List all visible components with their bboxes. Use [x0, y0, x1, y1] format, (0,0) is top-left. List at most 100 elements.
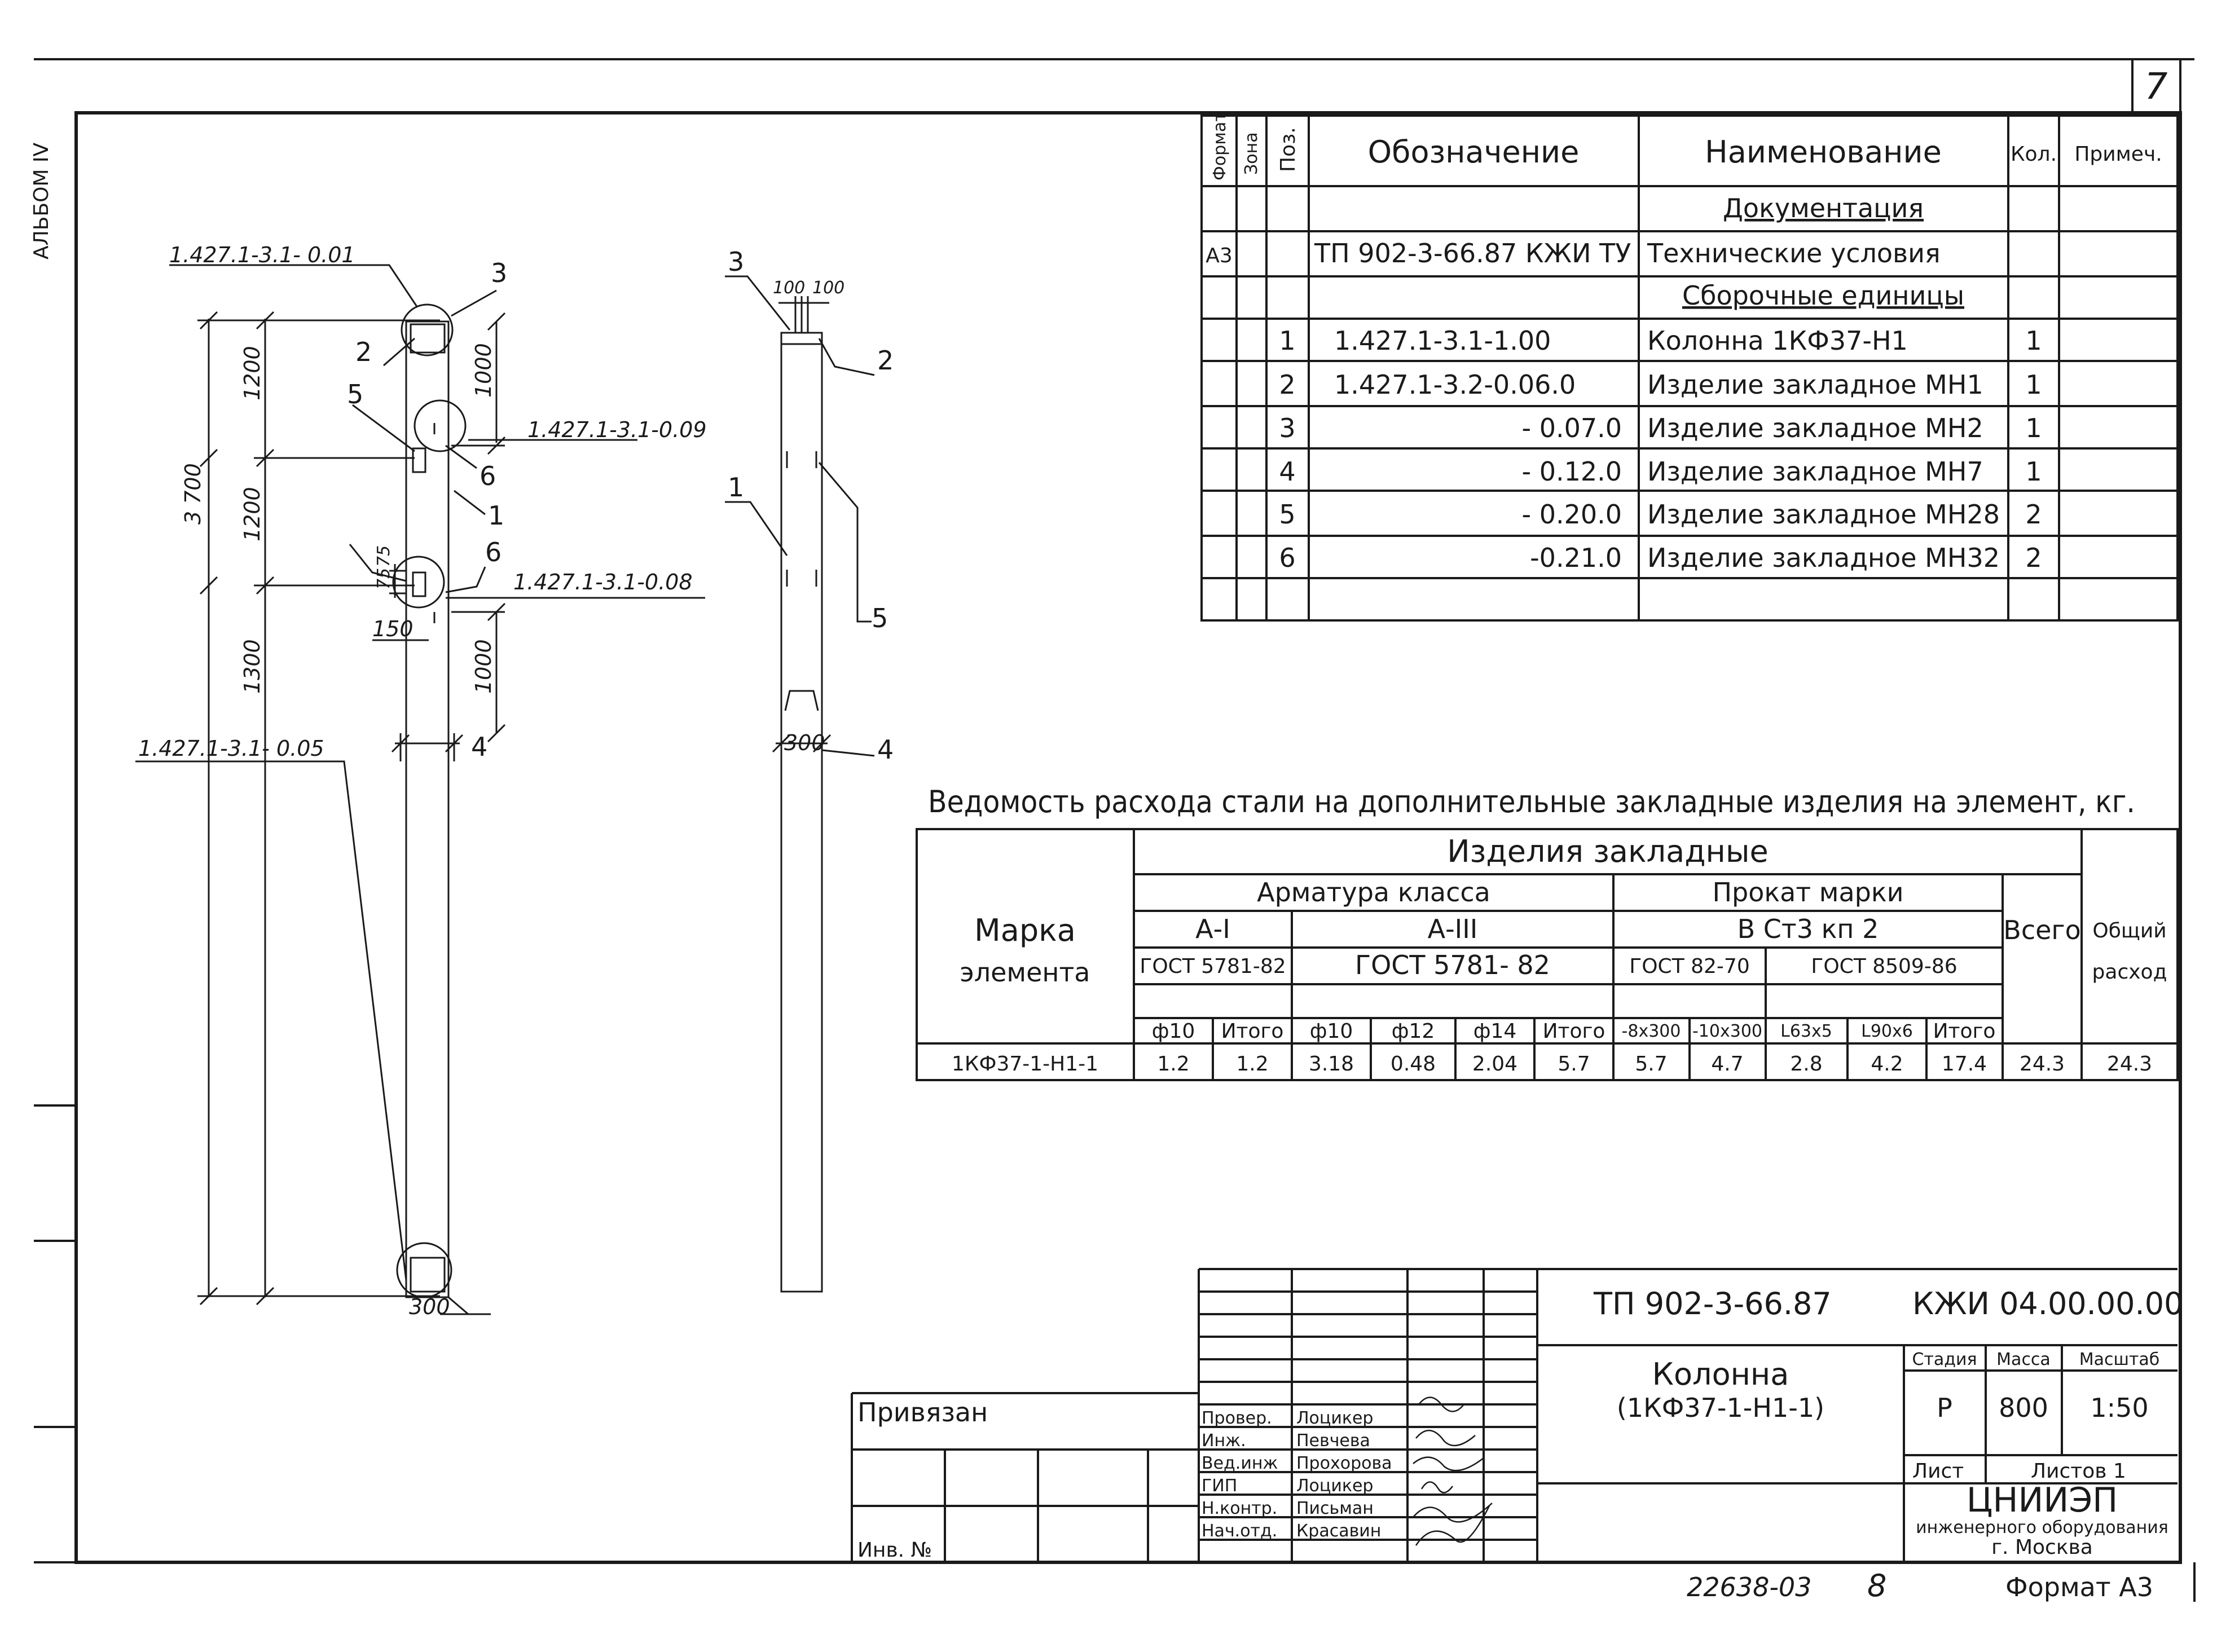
object-name: Колонна: [1652, 1356, 1789, 1392]
dim-1000-bottom: 1000: [471, 639, 496, 694]
spec-row-pos: 6: [1279, 543, 1295, 573]
steel-sub-header: Итого: [1221, 1020, 1284, 1043]
signature-name: Прохорова: [1296, 1453, 1392, 1473]
side-dim-100-a: 100: [773, 278, 805, 298]
archive-number: 22638-03: [1687, 1572, 1811, 1602]
spec-row-pos: 1: [1279, 325, 1295, 356]
spec-table: Формат Зона Поз. Обозначение Наименовани…: [1200, 112, 2179, 622]
steel-overall-header-2: расход: [2092, 961, 2167, 984]
steel-row-value: 17.4: [1942, 1052, 1987, 1076]
stage-value: Р: [1937, 1393, 1952, 1423]
spec-row-pos: 5: [1279, 499, 1295, 530]
dim-300: 300: [409, 1294, 450, 1319]
page-number: 8: [1867, 1568, 1886, 1603]
steel-row-overall: 24.3: [2107, 1052, 2152, 1076]
steel-grade: В Ст3 кп 2: [1737, 914, 1879, 944]
pos-label-6-lower: 6: [485, 537, 502, 567]
steel-gost-a1: ГОСТ 5781-82: [1140, 955, 1286, 978]
steel-sub-header: ф10: [1310, 1020, 1353, 1043]
format-label: Формат А3: [2005, 1572, 2153, 1602]
spec-section-units: Сборочные единицы: [1682, 280, 1964, 311]
mass-value: 800: [1999, 1393, 2048, 1423]
side-label-5: 5: [872, 603, 888, 633]
side-label-2: 2: [877, 345, 894, 376]
spec-row-designation: -0.21.0: [1530, 543, 1622, 573]
org-name: ЦНИИЭП: [1967, 1481, 2118, 1520]
spec-header-name: Наименование: [1705, 134, 1942, 170]
spec-row-name: Технические условия: [1647, 238, 1941, 268]
steel-sub-header: ф14: [1473, 1020, 1517, 1043]
spec-row-designation: 1.427.1-3.2-0.06.0: [1334, 369, 1576, 400]
dim-75-a: 75: [374, 568, 394, 589]
signature-role: Н.контр.: [1202, 1499, 1277, 1518]
side-view: 100 100 300 3 2 1 5 4: [725, 246, 894, 1293]
signature-name: Певчева: [1296, 1431, 1370, 1451]
spec-row-pos: 4: [1279, 456, 1295, 487]
side-label-3: 3: [728, 246, 744, 277]
steel-row-total: 24.3: [2020, 1052, 2065, 1076]
steel-sub-header: L90х6: [1861, 1021, 1913, 1041]
callout-bottom: 1.427.1-3.1- 0.05: [138, 736, 324, 761]
spec-row-qty: 1: [2025, 369, 2042, 400]
signature-role: ГИП: [1202, 1476, 1237, 1496]
dim-1200-mid: 1200: [240, 487, 265, 541]
steel-group-header: Изделия закладные: [1447, 834, 1768, 869]
spec-header-qty: Кол.: [2011, 143, 2057, 166]
steel-row-value: 5.7: [1635, 1052, 1667, 1076]
object-mark: (1КФ37-1-Н1-1): [1617, 1393, 1824, 1423]
spec-row-name: Колонна 1КФ37-Н1: [1647, 325, 1908, 356]
steel-row-value: 2.8: [1790, 1052, 1822, 1076]
dim-total: 3 700: [181, 463, 205, 525]
callout-upper: 1.427.1-3.1-0.09: [527, 417, 707, 442]
steel-sub-header: -10х300: [1692, 1021, 1762, 1041]
handwritten-signatures: [1413, 1397, 1493, 1546]
spec-row-name: Изделие закладное МН2: [1647, 413, 1983, 443]
spec-header-format: Формат: [1210, 112, 1230, 180]
steel-row-value: 2.04: [1472, 1052, 1517, 1076]
pos-label-1: 1: [488, 500, 504, 531]
spec-row-name: Изделие закладное МН7: [1647, 456, 1983, 487]
spec-row-format: А3: [1206, 244, 1233, 267]
steel-row-value: 4.7: [1711, 1052, 1743, 1076]
pos-label-3: 3: [491, 258, 507, 288]
steel-row-value: 3.18: [1309, 1052, 1354, 1076]
signature-role: Вед.инж: [1202, 1453, 1278, 1473]
steel-table: Марка элемента Изделия закладные Арматур…: [916, 828, 2179, 1081]
signature-role: Инж.: [1202, 1431, 1246, 1451]
stage-label: Стадия: [1912, 1350, 1977, 1369]
album-label: АЛЬБОМ IV: [30, 142, 53, 259]
steel-mark-header-2: элемента: [960, 957, 1090, 988]
pos-label-4: 4: [471, 732, 487, 762]
steel-gost-82: ГОСТ 82-70: [1629, 955, 1749, 978]
sheet-number: 7: [2145, 66, 2168, 108]
steel-sub-header: L63х5: [1780, 1021, 1832, 1041]
signature-name: Лоцикер: [1296, 1476, 1373, 1496]
spec-header-pos: Поз.: [1277, 127, 1300, 172]
sheets-count: Листов 1: [2031, 1460, 2126, 1483]
steel-class-a1: А-I: [1195, 914, 1230, 944]
spec-row-designation: - 0.07.0: [1521, 413, 1622, 443]
spec-row-designation: 1.427.1-3.1-1.00: [1334, 325, 1551, 356]
project-code: ТП 902-3-66.87: [1593, 1286, 1832, 1321]
dim-75-b: 75: [374, 545, 394, 567]
spec-header-zone: Зона: [1242, 132, 1261, 175]
signature-name: Письман: [1296, 1499, 1374, 1518]
scale-value: 1:50: [2090, 1393, 2148, 1423]
org-subtitle: инженерного оборудования: [1916, 1518, 2168, 1538]
steel-row-value: 5.7: [1558, 1052, 1590, 1076]
steel-rolled-mark: Прокат марки: [1712, 877, 1903, 908]
dim-1200-top: 1200: [240, 346, 265, 400]
steel-mark-header-1: Марка: [974, 913, 1076, 948]
side-label-1: 1: [728, 472, 744, 503]
attached-label: Привязан: [857, 1397, 988, 1428]
steel-row-value: 1.2: [1236, 1052, 1268, 1076]
spec-row-name: Изделие закладное МН1: [1647, 369, 1983, 400]
spec-row-pos: 3: [1279, 413, 1295, 443]
dim-150: 150: [372, 616, 414, 641]
spec-row-qty: 1: [2025, 325, 2042, 356]
signature-name: Лоцикер: [1296, 1408, 1373, 1428]
steel-sub-header: ф12: [1392, 1020, 1435, 1043]
pos-label-2: 2: [355, 337, 372, 367]
spec-header-designation: Обозначение: [1368, 134, 1580, 170]
